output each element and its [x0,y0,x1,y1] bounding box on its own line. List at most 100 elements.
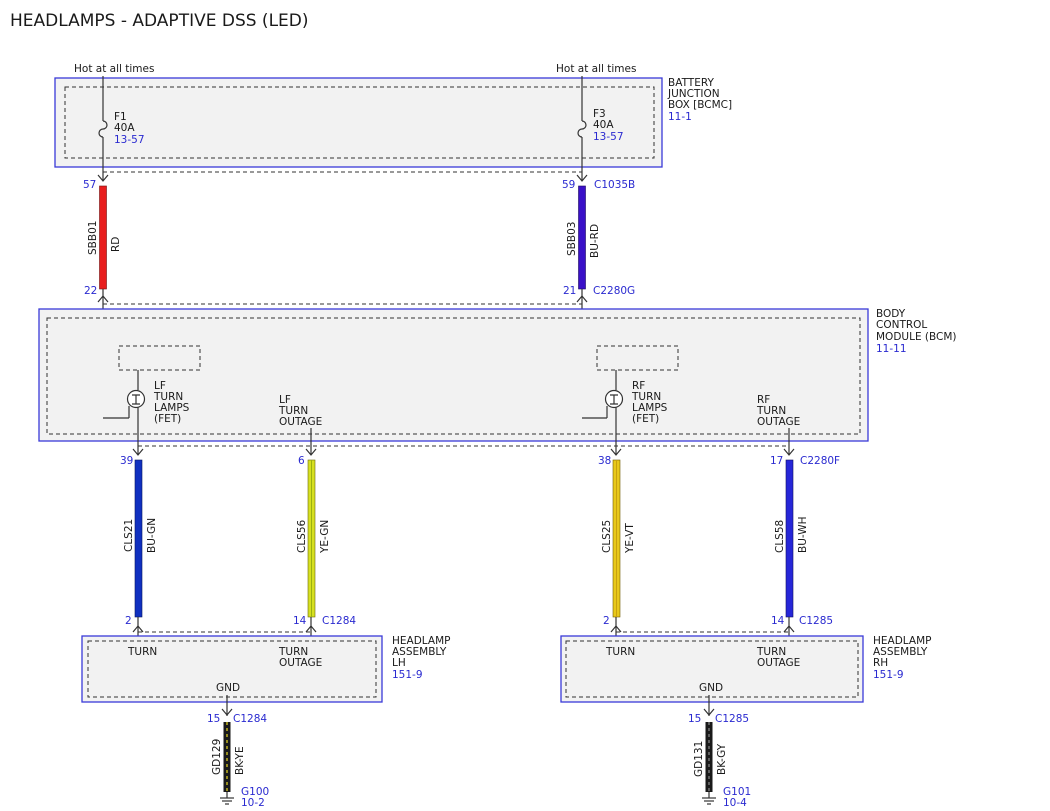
wire-sbb03-color: BU-RD [589,224,601,258]
ground-g100-icon [220,792,234,805]
wire-gd129-circuit: GD129 [211,739,223,775]
bcm-ref-link[interactable]: 11-11 [876,343,907,355]
headlamp-lh-name-line-1: HEADLAMP [392,635,450,647]
wire-cls56-circuit: CLS56 [296,519,308,553]
wire-cls21-color: BU-GN [146,518,158,553]
body-control-module[interactable] [38,308,869,442]
power-label-right: Hot at all times [556,63,636,75]
wire-sbb03-connector-top[interactable]: C1035B [594,179,635,191]
bcm-name-line-2: CONTROL [876,319,927,331]
diagram-title: HEADLAMPS - ADAPTIVE DSS (LED) [10,11,309,31]
bjb-name-line-1: BATTERY [668,77,714,89]
bcm-rf-outage-line-1: RF [757,394,770,406]
headlamp-lh-outage-line-2: OUTAGE [279,657,322,669]
power-label-left: Hot at all times [74,63,154,75]
lf-fet-driver-box [118,345,201,371]
fuse-f1-name: F1 [114,111,127,123]
wire-cls58-connector-top[interactable]: C2280F [800,455,840,467]
rh-gnd-connector[interactable]: C1285 [715,713,749,725]
ground-g101-ref-link[interactable]: 10-4 [723,797,747,809]
headlamp-lh-name-line-3: LH [392,657,406,669]
headlamp-rh-turn: TURN [605,646,635,658]
wire-gd131-circuit: GD131 [693,741,705,777]
headlamp-lh-name-line-2: ASSEMBLY [392,646,447,658]
battery-junction-box[interactable] [54,77,663,168]
headlamp-rh-name-line-2: ASSEMBLY [873,646,928,658]
wire-cls58-circuit: CLS58 [774,520,786,553]
bcm-name-line-1: BODY [876,308,906,320]
bcm-lf-lamps-line-3: LAMPS [154,402,190,414]
wire-cls21-circuit: CLS21 [123,519,135,552]
fuse-f3[interactable] [576,76,588,182]
headlamp-assembly-rh[interactable] [560,635,864,703]
headlamp-rh-name-line-3: RH [873,657,888,669]
bcm-lf-lamps-line-4: (FET) [154,413,181,425]
headlamp-rh-ref-link[interactable]: 151-9 [873,669,904,681]
ground-g100-ref-link[interactable]: 10-2 [241,797,265,809]
fuse-f1[interactable] [97,76,109,182]
wire-sbb03-circuit: SBB03 [566,222,578,256]
wire-cls25-pin-top: 38 [598,455,611,467]
bcm-lf-outage-line-1: LF [279,394,291,406]
rf-fet-driver-box [596,345,679,371]
wire-gd131[interactable] [705,722,713,792]
wire-cls56-color: YE-GN [319,520,331,554]
fuse-f3-rating: 40A [593,119,614,131]
wire-cls25-color: YE-VT [624,523,636,554]
wire-sbb01-circuit: SBB01 [87,221,99,255]
headlamp-rh-outage-line-2: OUTAGE [757,657,800,669]
bjb-ref-link[interactable]: 11-1 [668,111,692,123]
bcm-name-line-3: MODULE (BCM) [876,331,957,343]
ground-g100-label[interactable]: G100 [241,786,269,798]
bcm-rf-outage-line-3: OUTAGE [757,416,800,428]
bcm-lf-outage-line-2: TURN [278,405,308,417]
wire-cls25-circuit: CLS25 [601,520,613,553]
headlamp-lh-turn: TURN [127,646,157,658]
wire-sbb01[interactable] [99,185,107,290]
wire-cls58-connector-bottom[interactable]: C1285 [799,615,833,627]
wire-cls58-pin-top: 17 [770,455,783,467]
headlamp-rh-outage-line-1: TURN [756,646,786,658]
headlamp-lh-ref-link[interactable]: 151-9 [392,669,423,681]
fuse-f1-ref-link[interactable]: 13-57 [114,134,145,146]
lh-gnd-connector[interactable]: C1284 [233,713,267,725]
wire-cls58[interactable] [785,459,794,618]
wire-gd131-color: BK-GY [716,743,728,775]
wire-sbb03[interactable] [578,185,586,290]
headlamp-rh-gnd: GND [699,682,723,694]
wire-cls21[interactable] [134,459,143,618]
wire-gd129-color: BK-YE [234,746,246,775]
fuse-f3-ref-link[interactable]: 13-57 [593,131,624,143]
wire-sbb03-pin-top: 59 [562,179,575,191]
wire-sbb01-pin-top: 57 [83,179,96,191]
wire-gd129[interactable] [223,722,231,792]
bcm-lf-outage-line-3: OUTAGE [279,416,322,428]
wire-cls56-pin-top: 6 [298,455,305,467]
lh-gnd-pin: 15 [207,713,220,725]
bjb-name-line-2: JUNCTION [667,88,720,100]
bcm-rf-lamps-line-1: RF [632,380,645,392]
headlamp-rh-name-line-1: HEADLAMP [873,635,931,647]
bcm-rf-outage-line-2: TURN [756,405,786,417]
ground-g101-label[interactable]: G101 [723,786,751,798]
wire-cls56-connector-bottom[interactable]: C1284 [322,615,356,627]
bjb-name-line-3: BOX [BCMC] [668,99,732,111]
wire-sbb01-color: RD [110,237,122,252]
wire-cls58-color: BU-WH [797,516,809,553]
headlamp-assembly-lh[interactable] [81,635,383,703]
rh-gnd-pin: 15 [688,713,701,725]
wire-sbb01-pin-bottom: 22 [84,285,97,297]
wire-cls56-pin-bottom: 14 [293,615,307,627]
ground-g101-icon [702,792,716,805]
bcm-lf-lamps-line-1: LF [154,380,166,392]
fuse-f1-rating: 40A [114,122,135,134]
bcm-rf-lamps-line-3: LAMPS [632,402,668,414]
wire-sbb03-connector-bottom[interactable]: C2280G [593,285,635,297]
fuse-f3-name: F3 [593,108,606,120]
bcm-rf-lamps-line-4: (FET) [632,413,659,425]
wire-cls58-pin-bottom: 14 [771,615,785,627]
bcm-lf-lamps-line-2: TURN [153,391,183,403]
bcm-rf-lamps-line-2: TURN [631,391,661,403]
headlamp-lh-outage-line-1: TURN [278,646,308,658]
